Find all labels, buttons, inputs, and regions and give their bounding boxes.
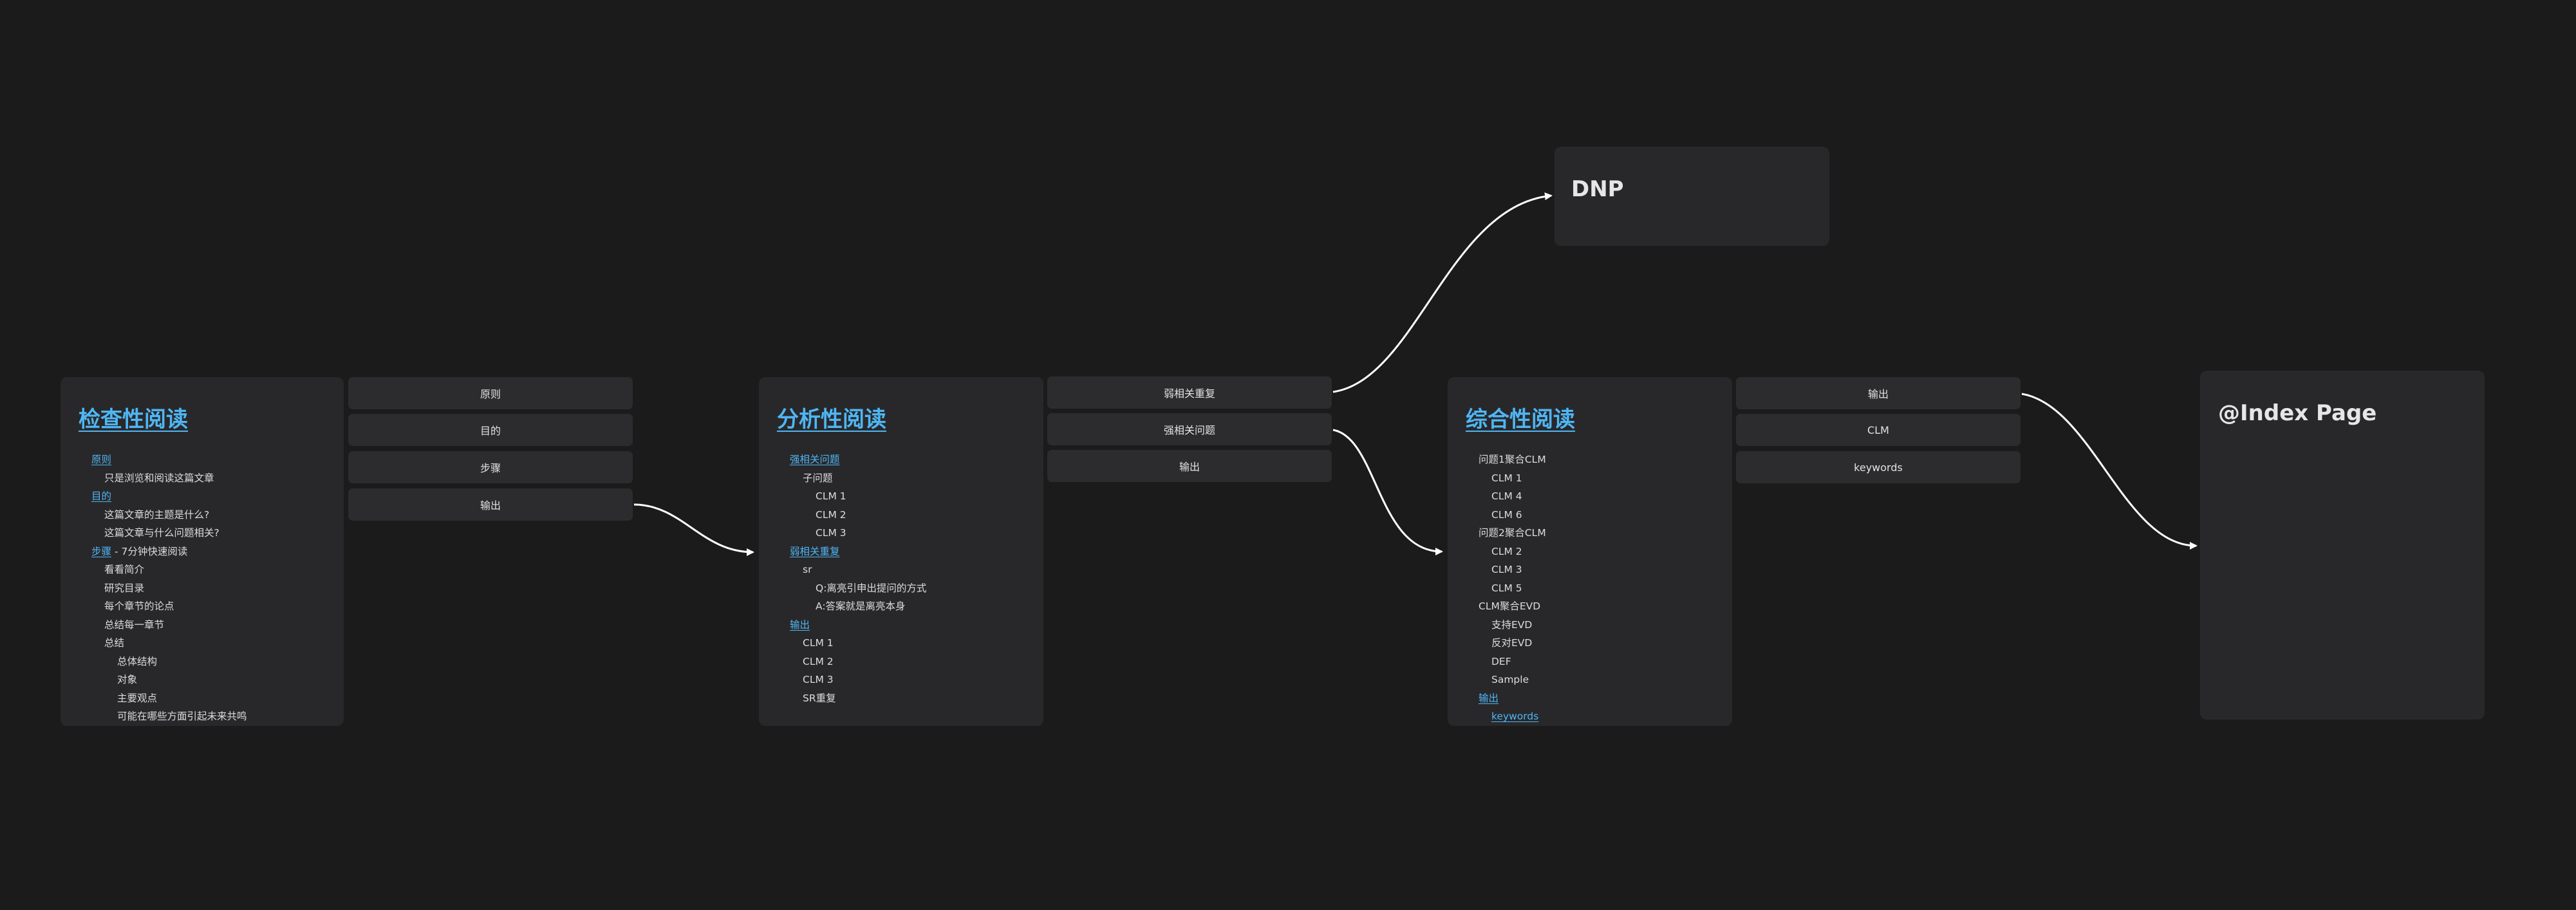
list-item: 对象 <box>117 674 138 685</box>
pill-output[interactable]: 输出 <box>348 488 633 521</box>
card-content: 问题1聚合CLM CLM 1 CLM 4 CLM 6 问题2聚合CLM CLM … <box>1448 450 1732 726</box>
list-item: 只是浏览和阅读这篇文章 <box>104 472 214 484</box>
list-item: CLM 4 <box>1491 490 1522 502</box>
pill-output[interactable]: 输出 <box>1047 450 1332 482</box>
card-content: 强相关问题 子问题 CLM 1 CLM 2 CLM 3 弱相关重复 sr Q:离… <box>759 450 1043 707</box>
list-item: CLM 2 <box>816 508 846 521</box>
list-item: 反对EVD <box>1491 637 1533 649</box>
list-item: 可能在哪些方面引起未来共鸣 <box>117 710 247 722</box>
list-item: 这篇文章与什么问题相关? <box>104 527 219 539</box>
list-item: 支持EVD <box>1491 618 1533 631</box>
list-item: 问题1聚合CLM <box>1479 454 1546 465</box>
link-principle[interactable]: 原则 <box>91 454 112 465</box>
list-item: SR重复 <box>803 692 836 704</box>
list-item: 总结每一章节 <box>104 618 165 631</box>
list-item-suffix: - 7分钟快速阅读 <box>111 545 188 557</box>
list-item: 这篇文章的主题是什么? <box>104 508 210 521</box>
list-item: sr <box>803 564 812 575</box>
link-steps[interactable]: 步骤 <box>91 545 112 557</box>
edge-output-to-analytical <box>633 503 754 556</box>
list-item: CLM 3 <box>803 674 834 685</box>
list-item: 主要观点 <box>117 692 158 704</box>
pill-clm[interactable]: CLM <box>1736 414 2021 446</box>
edge-weak-to-dnp <box>1332 192 1553 393</box>
card-title: 分析性阅读 <box>777 407 886 432</box>
list-item: 看看简介 <box>104 564 145 575</box>
card-title: @Index Page <box>2218 400 2377 426</box>
list-item: Q:离亮引申出提问的方式 <box>816 582 927 594</box>
link-strong-question[interactable]: 强相关问题 <box>790 454 840 465</box>
list-item: DEF <box>1491 655 1511 667</box>
index-page-card[interactable]: @Index Page <box>2200 371 2485 720</box>
list-item: 子问题 <box>803 472 833 484</box>
list-item: CLM 1 <box>803 637 834 649</box>
analytical-reading-card[interactable]: 分析性阅读 强相关问题 子问题 CLM 1 CLM 2 CLM 3 弱相关重复 … <box>759 377 1043 726</box>
list-item: 研究目录 <box>104 582 145 594</box>
list-item: CLM 3 <box>1491 564 1522 575</box>
link-output[interactable]: 输出 <box>790 618 810 631</box>
list-item: CLM 2 <box>803 655 834 667</box>
list-item: 总结 <box>104 637 125 649</box>
pill-weak-repeat[interactable]: 弱相关重复 <box>1047 376 1332 409</box>
card-title: 综合性阅读 <box>1466 407 1575 432</box>
link-purpose[interactable]: 目的 <box>91 490 112 502</box>
inspectional-reading-card[interactable]: 检查性阅读 原则 只是浏览和阅读这篇文章 目的 这篇文章的主题是什么? 这篇文章… <box>61 377 344 726</box>
card-content: 原则 只是浏览和阅读这篇文章 目的 这篇文章的主题是什么? 这篇文章与什么问题相… <box>61 450 344 726</box>
list-item: CLM聚合EVD <box>1479 600 1541 612</box>
pill-purpose[interactable]: 目的 <box>348 414 633 446</box>
list-item: Sample <box>1491 674 1529 685</box>
card-title: 检查性阅读 <box>79 407 188 432</box>
list-item: CLM 5 <box>1491 582 1522 594</box>
pill-keywords[interactable]: keywords <box>1736 451 2021 483</box>
pill-principle[interactable]: 原则 <box>348 377 633 409</box>
list-item: CLM 6 <box>1491 508 1522 521</box>
list-item: 问题2聚合CLM <box>1479 527 1546 539</box>
dnp-card[interactable]: DNP <box>1554 147 1829 246</box>
list-item: CLM 1 <box>1491 472 1522 484</box>
link-weak-repeat[interactable]: 弱相关重复 <box>790 545 840 557</box>
synthetical-reading-card[interactable]: 综合性阅读 问题1聚合CLM CLM 1 CLM 4 CLM 6 问题2聚合CL… <box>1448 377 1732 726</box>
list-item: 每个章节的论点 <box>104 600 174 612</box>
card-title: DNP <box>1571 176 1624 202</box>
link-keywords[interactable]: keywords <box>1491 710 1539 722</box>
list-item: CLM 3 <box>816 527 846 539</box>
list-item: 总体结构 <box>117 655 158 667</box>
pill-strong-question[interactable]: 强相关问题 <box>1047 413 1332 445</box>
link-output[interactable]: 输出 <box>1479 692 1499 704</box>
pill-output[interactable]: 输出 <box>1736 377 2021 409</box>
pill-steps[interactable]: 步骤 <box>348 451 633 483</box>
edge-strong-to-synthetical <box>1332 429 1443 555</box>
edge-output-to-index <box>2021 393 2198 550</box>
list-item: A:答案就是离亮本身 <box>816 600 906 612</box>
list-item: CLM 1 <box>816 490 846 502</box>
list-item: CLM 2 <box>1491 545 1522 557</box>
